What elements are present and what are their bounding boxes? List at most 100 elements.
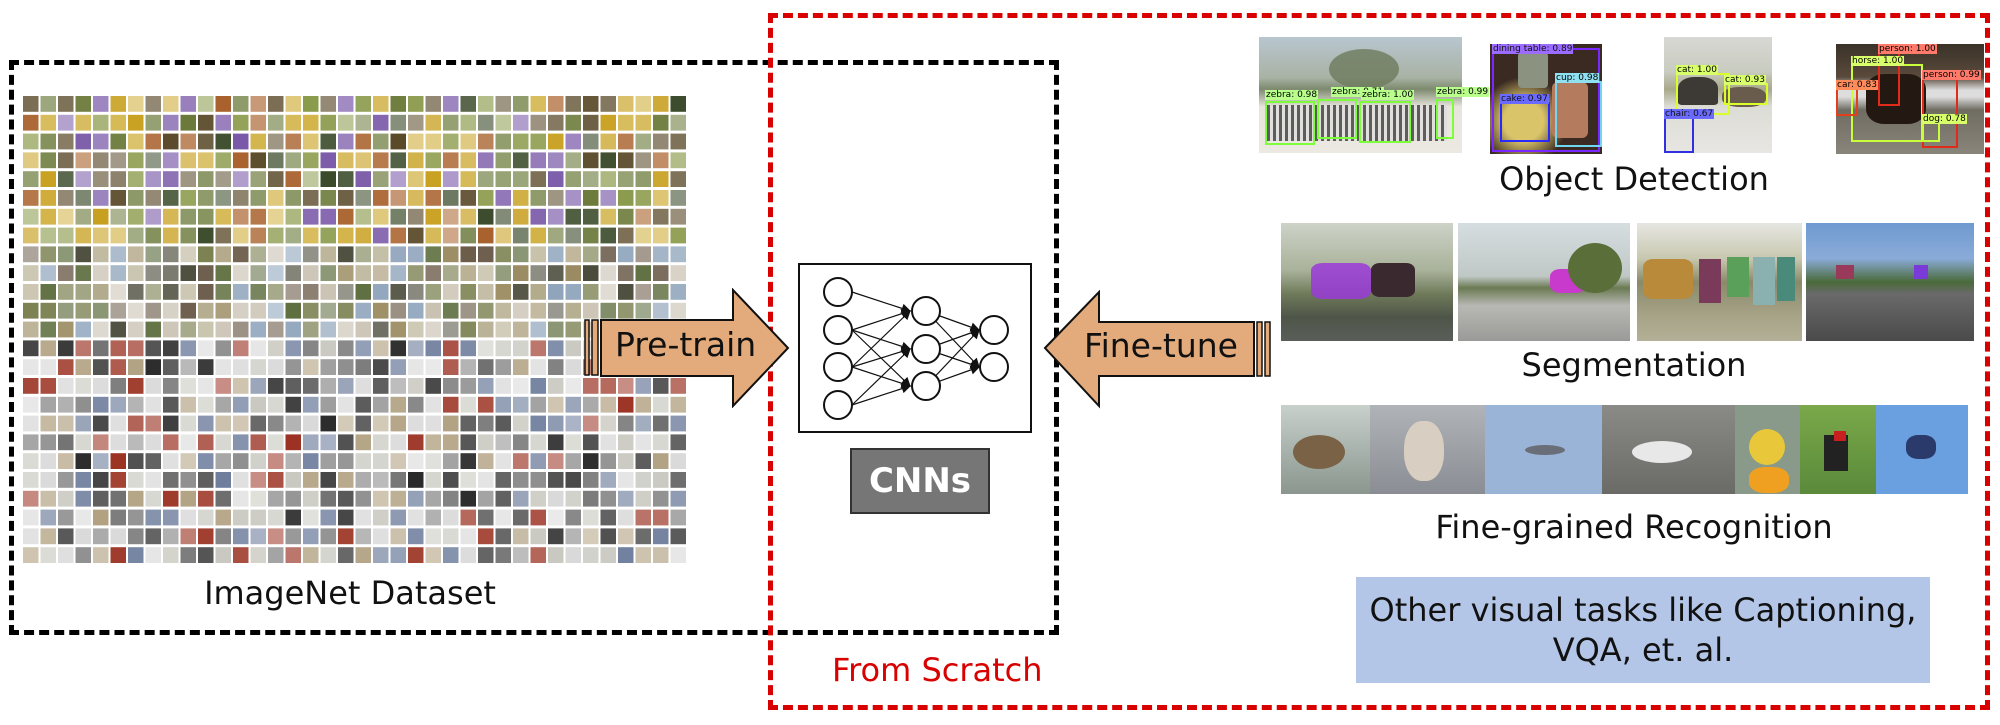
mosaic-thumbnail xyxy=(110,340,126,357)
mosaic-thumbnail xyxy=(215,396,231,413)
mosaic-thumbnail xyxy=(58,114,74,131)
mosaic-thumbnail xyxy=(58,302,74,319)
mosaic-thumbnail xyxy=(530,359,546,375)
mosaic-thumbnail xyxy=(128,133,144,150)
mosaic-thumbnail xyxy=(653,152,669,169)
mosaic-thumbnail xyxy=(40,509,56,526)
mosaic-thumbnail xyxy=(425,133,441,150)
mosaic-thumbnail xyxy=(145,453,161,469)
mosaic-thumbnail xyxy=(163,321,179,338)
mosaic-thumbnail xyxy=(110,434,126,451)
mosaic-thumbnail xyxy=(215,434,231,451)
mosaic-thumbnail xyxy=(670,246,686,263)
mosaic-thumbnail xyxy=(460,509,476,526)
mosaic-thumbnail xyxy=(215,246,231,263)
mosaic-thumbnail xyxy=(443,434,459,451)
mosaic-thumbnail xyxy=(75,547,91,563)
mosaic-thumbnail xyxy=(23,396,39,413)
mosaic-thumbnail xyxy=(478,152,494,169)
mosaic-thumbnail xyxy=(565,208,581,225)
mosaic-thumbnail xyxy=(163,340,179,357)
mosaic-thumbnail xyxy=(355,434,371,451)
mosaic-thumbnail xyxy=(285,340,301,357)
task-caption-object-detection: Object Detection xyxy=(1499,160,1769,198)
mosaic-thumbnail xyxy=(670,547,686,563)
mosaic-thumbnail xyxy=(443,227,459,244)
mosaic-thumbnail xyxy=(180,472,196,488)
mosaic-thumbnail xyxy=(233,472,249,488)
mosaic-thumbnail xyxy=(530,265,546,281)
mosaic-thumbnail xyxy=(565,152,581,169)
mosaic-thumbnail xyxy=(600,190,616,206)
mosaic-thumbnail xyxy=(110,171,126,187)
mosaic-thumbnail xyxy=(355,152,371,169)
mosaic-thumbnail xyxy=(355,171,371,187)
mosaic-thumbnail xyxy=(145,208,161,225)
mosaic-thumbnail xyxy=(285,378,301,394)
mosaic-thumbnail xyxy=(268,190,284,206)
mosaic-thumbnail xyxy=(163,453,179,469)
mosaic-thumbnail xyxy=(268,227,284,244)
mosaic-thumbnail xyxy=(338,152,354,169)
mosaic-thumbnail xyxy=(180,359,196,375)
mosaic-thumbnail xyxy=(565,396,581,413)
mosaic-thumbnail xyxy=(58,246,74,263)
mosaic-thumbnail xyxy=(250,378,266,394)
mosaic-thumbnail xyxy=(58,340,74,357)
mosaic-thumbnail xyxy=(110,528,126,545)
mosaic-thumbnail xyxy=(530,434,546,451)
mosaic-thumbnail xyxy=(478,246,494,263)
mosaic-thumbnail xyxy=(75,284,91,300)
mosaic-thumbnail xyxy=(425,284,441,300)
mosaic-thumbnail xyxy=(128,472,144,488)
mosaic-thumbnail xyxy=(198,114,214,131)
mosaic-thumbnail xyxy=(565,434,581,451)
mosaic-thumbnail xyxy=(303,472,319,488)
mosaic-thumbnail xyxy=(373,284,389,300)
mosaic-thumbnail xyxy=(128,528,144,545)
bird-image-1 xyxy=(1281,405,1370,494)
mosaic-thumbnail xyxy=(250,133,266,150)
detection-label: cat: 0.93 xyxy=(1724,75,1766,85)
mosaic-thumbnail xyxy=(495,453,511,469)
mosaic-thumbnail xyxy=(653,490,669,507)
mosaic-thumbnail xyxy=(618,547,634,563)
mosaic-thumbnail xyxy=(58,472,74,488)
mosaic-thumbnail xyxy=(390,284,406,300)
detection-label: cake: 0.97 xyxy=(1500,94,1549,104)
mosaic-thumbnail xyxy=(478,227,494,244)
mosaic-thumbnail xyxy=(128,208,144,225)
mosaic-thumbnail xyxy=(443,547,459,563)
mosaic-thumbnail xyxy=(338,434,354,451)
mosaic-thumbnail xyxy=(40,227,56,244)
mosaic-thumbnail xyxy=(198,284,214,300)
mosaic-thumbnail xyxy=(530,453,546,469)
mosaic-thumbnail xyxy=(58,528,74,545)
mosaic-thumbnail xyxy=(583,246,599,263)
mosaic-thumbnail xyxy=(285,114,301,131)
mosaic-thumbnail xyxy=(478,359,494,375)
mosaic-thumbnail xyxy=(338,415,354,432)
mosaic-thumbnail xyxy=(548,509,564,526)
mosaic-thumbnail xyxy=(128,265,144,281)
mosaic-thumbnail xyxy=(425,302,441,319)
mosaic-thumbnail xyxy=(285,321,301,338)
mosaic-thumbnail xyxy=(58,547,74,563)
mosaic-thumbnail xyxy=(635,114,651,131)
mosaic-thumbnail xyxy=(110,96,126,112)
mosaic-thumbnail xyxy=(600,246,616,263)
mosaic-thumbnail xyxy=(75,490,91,507)
mosaic-thumbnail xyxy=(40,114,56,131)
mosaic-thumbnail xyxy=(443,340,459,357)
mosaic-thumbnail xyxy=(58,509,74,526)
mosaic-thumbnail xyxy=(373,133,389,150)
mosaic-thumbnail xyxy=(233,284,249,300)
mosaic-thumbnail xyxy=(250,340,266,357)
mosaic-thumbnail xyxy=(110,246,126,263)
mosaic-thumbnail xyxy=(495,284,511,300)
mosaic-thumbnail xyxy=(180,246,196,263)
other-tasks-box: Other visual tasks like Captioning, VQA,… xyxy=(1356,577,1930,683)
mosaic-thumbnail xyxy=(320,547,336,563)
mosaic-thumbnail xyxy=(355,321,371,338)
mosaic-thumbnail xyxy=(110,265,126,281)
